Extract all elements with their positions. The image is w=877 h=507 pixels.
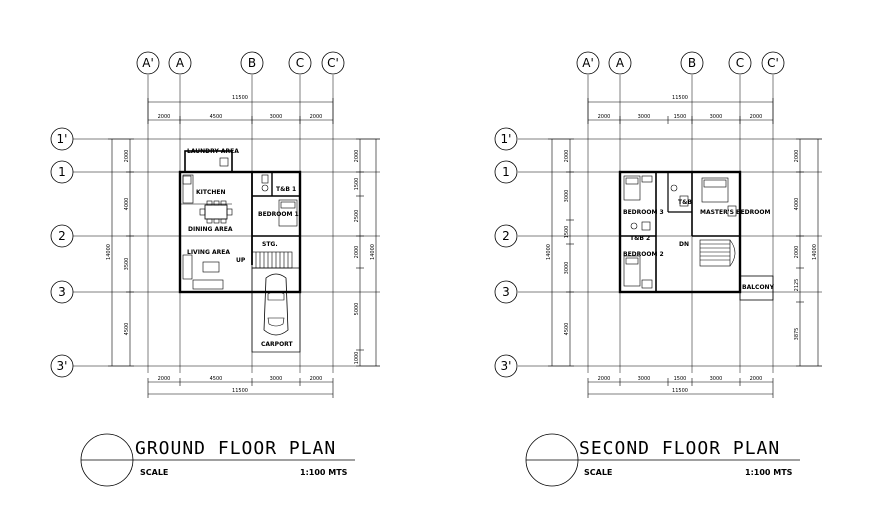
dimension-right-6: 1000 xyxy=(354,352,360,365)
room-label-living: LIVING AREA xyxy=(187,249,230,256)
dimension-left-2: 3000 xyxy=(564,190,570,203)
dimension-top-1: 2000 xyxy=(598,114,611,120)
grid-bubble-row: 2 xyxy=(502,229,510,243)
room-label-tb2: T&B 2 xyxy=(630,235,650,242)
grid-bubble-col: C' xyxy=(767,56,779,70)
grid-bubble-col: A' xyxy=(582,56,594,70)
room-label-bedroom2: BEDROOM 2 xyxy=(623,251,664,258)
grid-bubble-col: A xyxy=(176,56,185,70)
dimension-overall-bottom: 11500 xyxy=(672,388,688,394)
ground-floor-plan xyxy=(73,75,380,398)
dimension-right-4: 2125 xyxy=(794,279,800,292)
second-grid-bubbles: A' A B C C' 1' 1 2 3 3' xyxy=(494,51,785,378)
dimension-top-3: 1500 xyxy=(674,114,687,120)
second-floor-labels: 11500 2000 3000 1500 3000 2000 2000 3000… xyxy=(546,95,818,394)
grid-bubble-row: 1' xyxy=(501,132,512,146)
dimension-bottom-1: 2000 xyxy=(598,376,611,382)
dimension-overall-top: 11500 xyxy=(672,95,688,101)
dimension-right-2: 4000 xyxy=(794,198,800,211)
ground-floor-labels: 11500 2000 4500 3000 2000 2000 4500 3000… xyxy=(106,95,376,394)
grid-bubble-col: A' xyxy=(142,56,154,70)
grid-bubble-col: C' xyxy=(327,56,339,70)
room-label-bedroom3: BEDROOM 3 xyxy=(623,209,664,216)
dimension-overall-top: 11500 xyxy=(232,95,248,101)
dimension-top-1: 2000 xyxy=(158,114,171,120)
grid-bubble-row: 1' xyxy=(57,132,68,146)
dimension-top-5: 2000 xyxy=(750,114,763,120)
dimension-right-4: 2000 xyxy=(354,246,360,259)
dimension-right-overall: 14000 xyxy=(812,244,818,260)
plan-title: SECOND FLOOR PLAN xyxy=(579,438,780,459)
dimension-left-4: 4500 xyxy=(124,323,130,336)
dimension-left-3: 1500 xyxy=(564,226,570,239)
scale-label: SCALE xyxy=(584,468,612,477)
dimension-left-1: 2000 xyxy=(564,150,570,163)
dimension-right-overall: 14000 xyxy=(370,244,376,260)
room-label-balcony: BALCONY xyxy=(742,284,775,291)
dimension-right-2: 1500 xyxy=(354,178,360,191)
grid-bubble-col: B xyxy=(688,56,696,70)
dimension-right-3: 2000 xyxy=(794,246,800,259)
ground-title-block: GROUND FLOOR PLAN SCALE 1:100 MTS xyxy=(80,433,355,487)
grid-bubble-row: 3' xyxy=(501,359,512,373)
dimension-right-5: 5000 xyxy=(354,303,360,316)
dimension-left-overall: 14000 xyxy=(546,244,552,260)
dimension-top-4: 3000 xyxy=(710,114,723,120)
room-label-laundry: LAUNDRY AREA xyxy=(187,148,239,155)
dimension-bottom-2: 3000 xyxy=(638,376,651,382)
room-label-masters-bedroom: MASTER'S BEDROOM xyxy=(700,209,770,216)
dimension-right-1: 2000 xyxy=(794,150,800,163)
dimension-right-1: 2000 xyxy=(354,150,360,163)
dimension-top-2: 4500 xyxy=(210,114,223,120)
dimension-left-5: 4500 xyxy=(564,323,570,336)
dimension-top-3: 3000 xyxy=(270,114,283,120)
grid-bubble-col: C xyxy=(296,56,304,70)
ground-grid-bubbles: A' A B C C' 1' 1 2 3 3' xyxy=(50,51,345,378)
room-label-bedroom1: BEDROOM 1 xyxy=(258,211,299,218)
second-title-block: SECOND FLOOR PLAN SCALE 1:100 MTS xyxy=(525,433,800,487)
grid-bubble-row: 2 xyxy=(58,229,66,243)
stairs-up-label: UP xyxy=(236,257,246,264)
dimension-bottom-4: 2000 xyxy=(310,376,323,382)
dimension-right-3: 2500 xyxy=(354,210,360,223)
dimension-top-4: 2000 xyxy=(310,114,323,120)
second-floor-plan xyxy=(518,75,822,398)
dimension-left-4: 3000 xyxy=(564,262,570,275)
room-label-kitchen: KITCHEN xyxy=(196,189,226,196)
plan-title: GROUND FLOOR PLAN xyxy=(135,438,336,459)
stairs-down-label: DN xyxy=(679,241,689,248)
scale-value: 1:100 MTS xyxy=(745,468,793,477)
dimension-right-5: 3875 xyxy=(794,328,800,341)
grid-bubble-col: A xyxy=(616,56,625,70)
grid-bubble-row: 1 xyxy=(502,165,510,179)
dimension-left-2: 4000 xyxy=(124,198,130,211)
dimension-bottom-3: 1500 xyxy=(674,376,687,382)
grid-bubble-col: B xyxy=(248,56,256,70)
room-label-storage: STG. xyxy=(262,241,278,248)
room-label-carport: CARPORT xyxy=(261,341,294,348)
room-label-dining: DINING AREA xyxy=(188,226,233,233)
room-label-tb: T&B xyxy=(678,199,692,206)
grid-bubble-row: 3 xyxy=(502,285,510,299)
dimension-bottom-5: 2000 xyxy=(750,376,763,382)
dimension-bottom-1: 2000 xyxy=(158,376,171,382)
scale-label: SCALE xyxy=(140,468,168,477)
grid-bubble-col: C xyxy=(736,56,744,70)
room-label-tb1: T&B 1 xyxy=(276,186,296,193)
grid-bubble-row: 1 xyxy=(58,165,66,179)
dimension-left-1: 2000 xyxy=(124,150,130,163)
dimension-overall-bottom: 11500 xyxy=(232,388,248,394)
dimension-bottom-4: 3000 xyxy=(710,376,723,382)
grid-bubble-row: 3 xyxy=(58,285,66,299)
dimension-top-2: 3000 xyxy=(638,114,651,120)
dimension-left-overall: 14000 xyxy=(106,244,112,260)
dimension-bottom-3: 3000 xyxy=(270,376,283,382)
dimension-bottom-2: 4500 xyxy=(210,376,223,382)
grid-bubble-row: 3' xyxy=(57,359,68,373)
dimension-left-3: 3500 xyxy=(124,258,130,271)
scale-value: 1:100 MTS xyxy=(300,468,348,477)
